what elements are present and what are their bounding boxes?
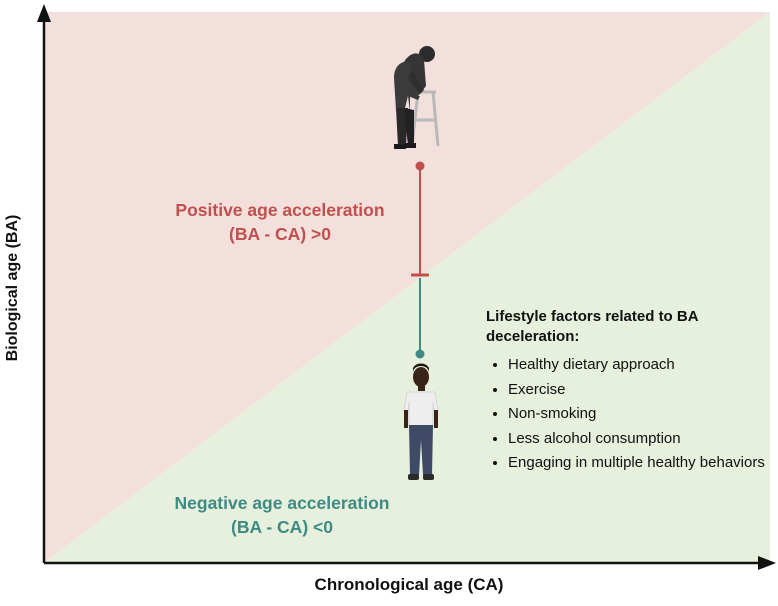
negative-endpoint-dot <box>415 349 425 359</box>
negative-acceleration-label: Negative age acceleration (BA - CA) <0 <box>152 491 412 539</box>
negative-label-line1: Negative age acceleration <box>174 493 390 513</box>
x-axis-label: Chronological age (CA) <box>314 575 504 594</box>
negative-region <box>44 12 770 563</box>
young-person-icon <box>403 363 439 480</box>
list-item: Engaging in multiple healthy behaviors <box>508 451 766 476</box>
elderly-person-walker-icon <box>394 46 440 149</box>
positive-endpoint-dot <box>415 161 425 171</box>
list-item: Non-smoking <box>508 402 766 427</box>
lifestyle-list: Healthy dietary approach Exercise Non-sm… <box>486 353 766 476</box>
positive-label-line2: (BA - CA) >0 <box>229 224 331 244</box>
list-item: Exercise <box>508 378 766 403</box>
positive-acceleration-label: Positive age acceleration (BA - CA) >0 <box>150 198 410 246</box>
y-axis-arrow <box>37 4 51 22</box>
positive-label-line1: Positive age acceleration <box>175 200 385 220</box>
list-item: Healthy dietary approach <box>508 353 766 378</box>
lifestyle-factors-box: Lifestyle factors related to BA decelera… <box>486 307 766 476</box>
y-axis-label: Biological age (BA) <box>4 214 21 362</box>
x-axis-arrow <box>758 556 776 570</box>
lifestyle-heading: Lifestyle factors related to BA decelera… <box>486 308 698 345</box>
list-item: Less alcohol consumption <box>508 427 766 452</box>
negative-label-line2: (BA - CA) <0 <box>231 517 333 537</box>
